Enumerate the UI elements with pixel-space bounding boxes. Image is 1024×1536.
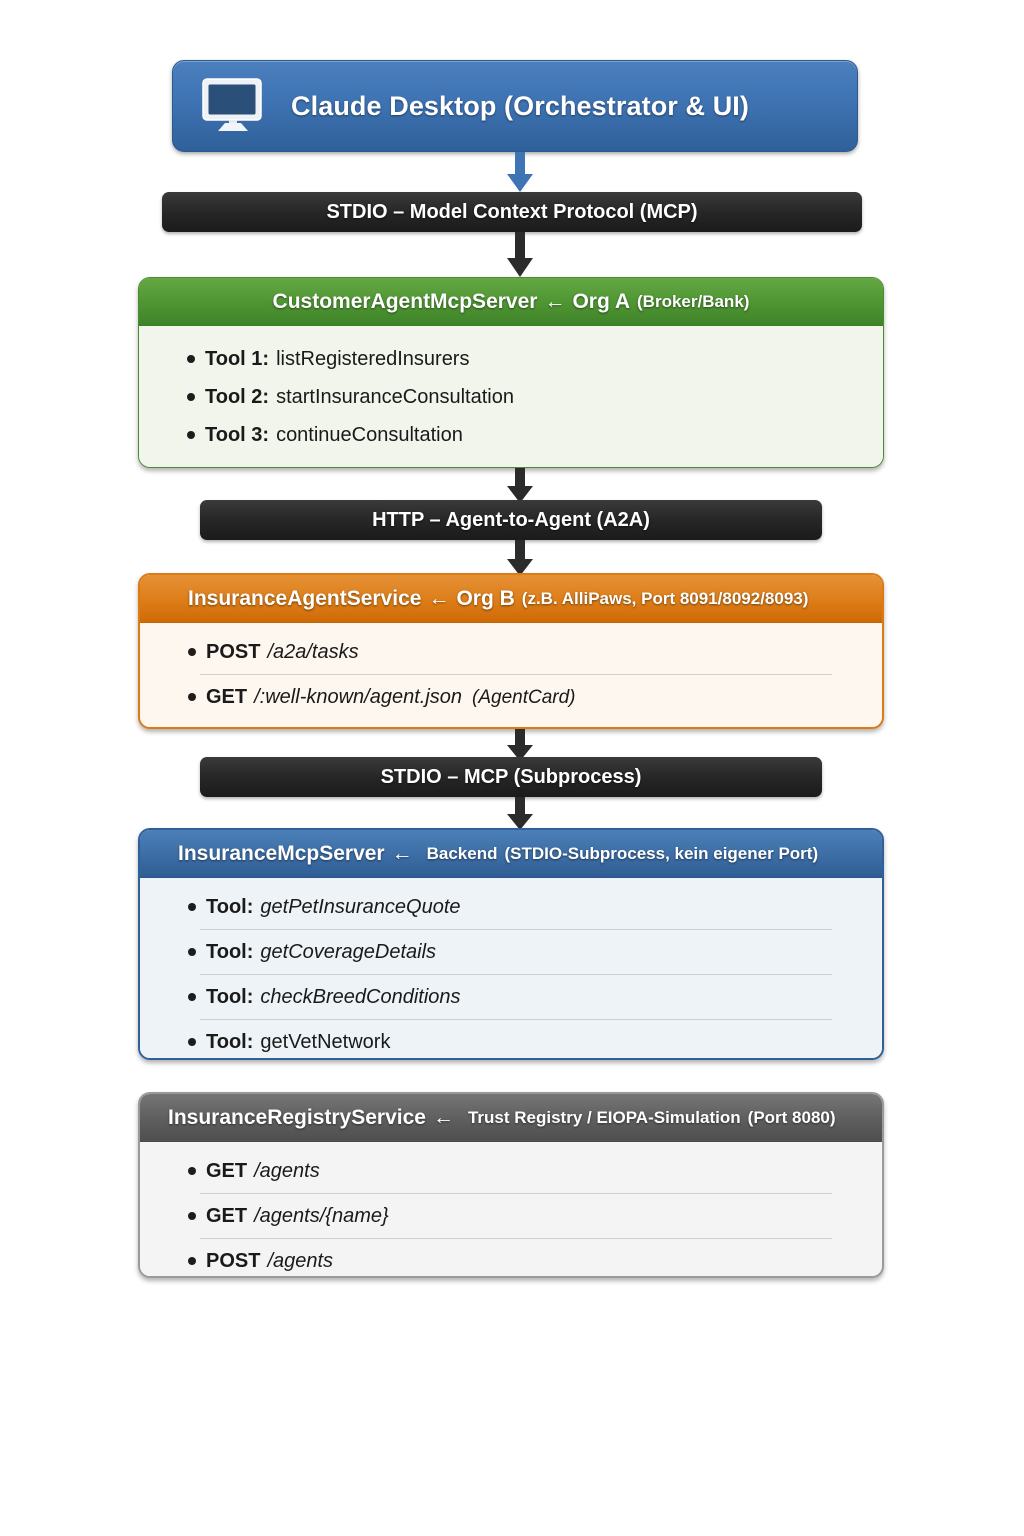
row-key: Tool: bbox=[206, 1031, 254, 1053]
bullet-icon bbox=[187, 393, 195, 401]
panel-subtitle: Trust Registry / EIOPA-Simulation bbox=[467, 1107, 741, 1127]
customer-agent-mcp-server-header: CustomerAgentMcpServer ← Org A (Broker/B… bbox=[139, 278, 883, 326]
panel-title: InsuranceRegistryService bbox=[168, 1105, 426, 1129]
row-value: /agents/{name} bbox=[254, 1205, 389, 1227]
list-item[interactable]: POST /a2a/tasks bbox=[140, 637, 882, 667]
row-divider bbox=[200, 674, 832, 675]
panel-subtitle: Org A bbox=[572, 289, 631, 313]
stdio-mcp-bar-label: STDIO – Model Context Protocol (MCP) bbox=[326, 200, 698, 223]
row-value: /a2a/tasks bbox=[267, 641, 359, 663]
list-item[interactable]: POST /agents bbox=[140, 1246, 882, 1276]
panel-subtitle-note: (Port 8080) bbox=[747, 1107, 836, 1127]
row-divider bbox=[200, 1019, 832, 1020]
customer-agent-mcp-server-node[interactable]: CustomerAgentMcpServer ← Org A (Broker/B… bbox=[138, 277, 884, 468]
list-item[interactable]: Tool: getCoverageDetails bbox=[140, 937, 882, 967]
list-item[interactable]: GET /agents/{name} bbox=[140, 1201, 882, 1231]
insurance-agent-endpoint-list: POST /a2a/tasks GET /:well-known/agent.j… bbox=[140, 623, 882, 727]
left-arrow-icon: ← bbox=[391, 841, 413, 865]
bullet-icon bbox=[188, 693, 196, 701]
bullet-icon bbox=[188, 1038, 196, 1046]
row-value: getPetInsuranceQuote bbox=[260, 896, 461, 918]
claude-desktop-title: Claude Desktop (Orchestrator & UI) bbox=[291, 90, 749, 121]
bullet-icon bbox=[188, 993, 196, 1001]
panel-subtitle-note: (z.B. AlliPaws, Port 8091/8092/8093) bbox=[521, 588, 809, 608]
row-key: Tool: bbox=[206, 986, 254, 1008]
row-value: getCoverageDetails bbox=[260, 941, 437, 963]
row-note: (AgentCard) bbox=[472, 687, 576, 708]
insurance-mcp-tool-list: Tool: getPetInsuranceQuote Tool: getCove… bbox=[140, 878, 882, 1058]
connector-http-to-insurance-agent bbox=[507, 540, 533, 578]
insurance-agent-service-header: InsuranceAgentService ← Org B (z.B. Alli… bbox=[140, 575, 882, 623]
connector-stdio-sub-to-insurance-mcp bbox=[507, 797, 533, 831]
left-arrow-icon: ← bbox=[544, 289, 566, 313]
bullet-icon bbox=[188, 1167, 196, 1175]
list-item[interactable]: Tool: getPetInsuranceQuote bbox=[140, 892, 882, 922]
row-key: POST bbox=[206, 641, 261, 663]
insurance-agent-service-node[interactable]: InsuranceAgentService ← Org B (z.B. Alli… bbox=[138, 573, 884, 729]
list-item[interactable]: Tool 3: continueConsultation bbox=[139, 416, 883, 454]
stdio-subprocess-bar-label: STDIO – MCP (Subprocess) bbox=[380, 765, 642, 788]
row-value: /agents bbox=[267, 1250, 334, 1272]
row-divider bbox=[200, 974, 832, 975]
customer-agent-tool-list: Tool 1: listRegisteredInsurers Tool 2: s… bbox=[139, 326, 883, 467]
insurance-registry-service-node[interactable]: InsuranceRegistryService ← Trust Registr… bbox=[138, 1092, 884, 1278]
bullet-icon bbox=[188, 648, 196, 656]
bullet-icon bbox=[187, 355, 195, 363]
row-divider bbox=[200, 929, 832, 930]
http-a2a-bar: HTTP – Agent-to-Agent (A2A) bbox=[200, 500, 822, 540]
row-value: listRegisteredInsurers bbox=[276, 348, 470, 370]
row-value: checkBreedConditions bbox=[260, 986, 461, 1008]
row-divider bbox=[200, 1238, 832, 1239]
bullet-icon bbox=[187, 431, 195, 439]
desktop-monitor-icon bbox=[199, 76, 267, 136]
panel-title: CustomerAgentMcpServer bbox=[272, 289, 538, 313]
list-item[interactable]: GET /agents bbox=[140, 1156, 882, 1186]
panel-subtitle-note: (Broker/Bank) bbox=[637, 291, 750, 311]
connector-customer-agent-to-http bbox=[507, 468, 533, 503]
row-key: GET bbox=[206, 686, 248, 708]
insurance-mcp-server-node[interactable]: InsuranceMcpServer ← Backend (STDIO-Subp… bbox=[138, 828, 884, 1060]
panel-subtitle: Backend bbox=[426, 843, 498, 863]
row-value: continueConsultation bbox=[276, 424, 463, 446]
row-key: GET bbox=[206, 1205, 248, 1227]
list-item[interactable]: Tool 2: startInsuranceConsultation bbox=[139, 378, 883, 416]
connector-stdio-to-customer-agent bbox=[507, 232, 533, 277]
http-a2a-bar-label: HTTP – Agent-to-Agent (A2A) bbox=[372, 508, 650, 531]
row-key: Tool 3: bbox=[205, 424, 270, 446]
bullet-icon bbox=[188, 903, 196, 911]
left-arrow-icon: ← bbox=[428, 586, 450, 610]
insurance-registry-service-header: InsuranceRegistryService ← Trust Registr… bbox=[140, 1094, 882, 1142]
row-key: Tool: bbox=[206, 941, 254, 963]
bullet-icon bbox=[188, 1257, 196, 1265]
row-key: Tool: bbox=[206, 896, 254, 918]
claude-desktop-node[interactable]: Claude Desktop (Orchestrator & UI) bbox=[172, 60, 858, 152]
panel-subtitle-note: (STDIO-Subprocess, kein eigener Port) bbox=[504, 843, 819, 863]
bullet-icon bbox=[188, 948, 196, 956]
panel-title: InsuranceAgentService bbox=[188, 586, 422, 610]
panel-subtitle: Org B bbox=[456, 586, 515, 610]
list-item[interactable]: Tool: getVetNetwork bbox=[140, 1027, 882, 1057]
row-key: Tool 2: bbox=[205, 386, 270, 408]
connector-hero-to-stdio bbox=[507, 152, 533, 192]
row-value: /agents bbox=[254, 1160, 320, 1182]
insurance-registry-endpoint-list: GET /agents GET /agents/{name} POST /age… bbox=[140, 1142, 882, 1276]
row-divider bbox=[200, 1193, 832, 1194]
stdio-subprocess-bar: STDIO – MCP (Subprocess) bbox=[200, 757, 822, 797]
insurance-mcp-server-header: InsuranceMcpServer ← Backend (STDIO-Subp… bbox=[140, 830, 882, 878]
list-item[interactable]: GET /:well-known/agent.json (AgentCard) bbox=[140, 682, 882, 713]
row-value: getVetNetwork bbox=[260, 1031, 391, 1053]
row-value: startInsuranceConsultation bbox=[276, 386, 514, 408]
left-arrow-icon: ← bbox=[432, 1105, 454, 1129]
panel-title: InsuranceMcpServer bbox=[178, 841, 385, 865]
row-value: /:well-known/agent.json bbox=[254, 686, 463, 708]
bullet-icon bbox=[188, 1212, 196, 1220]
list-item[interactable]: Tool 1: listRegisteredInsurers bbox=[139, 340, 883, 378]
list-item[interactable]: Tool: checkBreedConditions bbox=[140, 982, 882, 1012]
row-key: POST bbox=[206, 1250, 261, 1272]
row-key: Tool 1: bbox=[205, 348, 270, 370]
row-key: GET bbox=[206, 1160, 248, 1182]
stdio-mcp-bar: STDIO – Model Context Protocol (MCP) bbox=[162, 192, 862, 232]
